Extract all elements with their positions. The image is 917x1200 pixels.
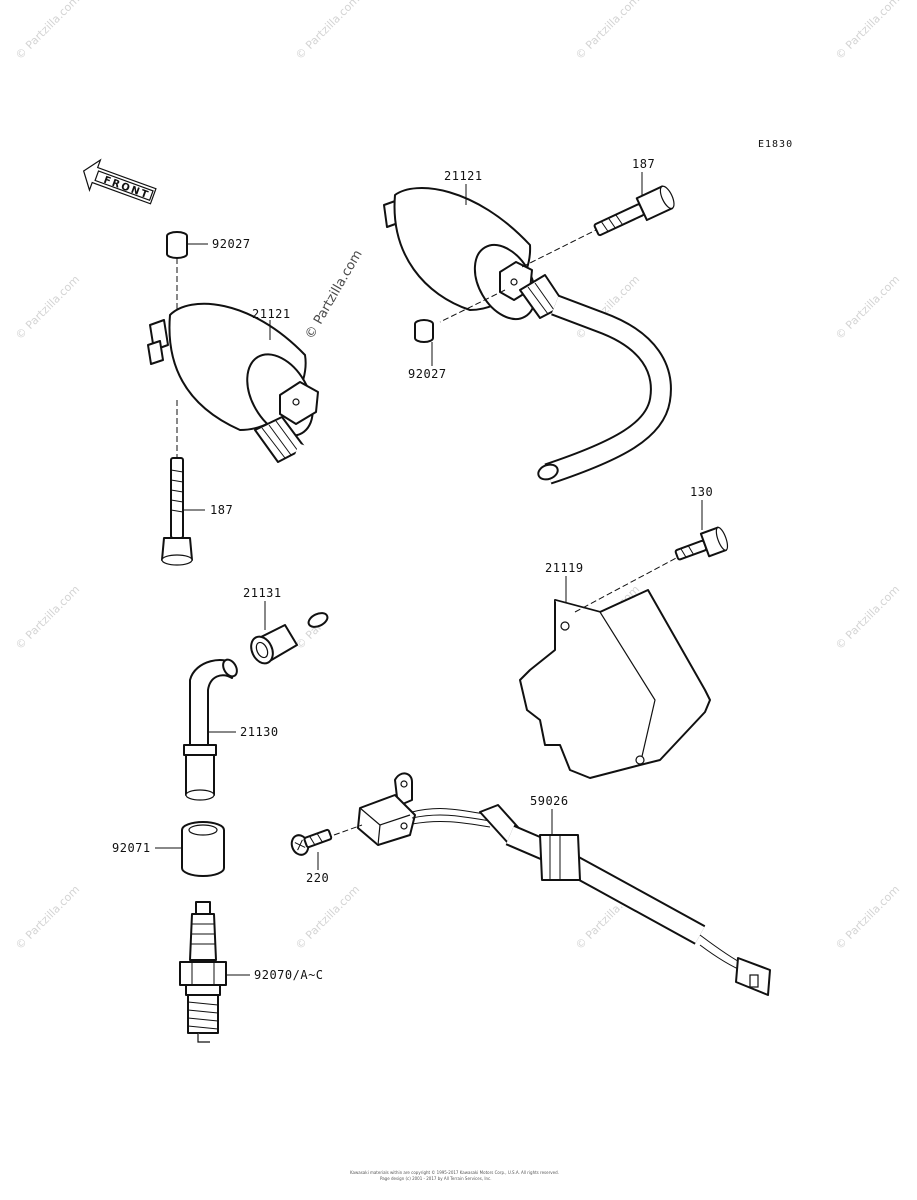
plug-cap-nut (250, 624, 298, 665)
svg-text:220: 220 (306, 871, 329, 885)
part-label-21130: 21130 (208, 725, 279, 739)
part-label-92070: 92070/A~C (226, 968, 324, 982)
part-label-21121-left: 21121 (252, 307, 291, 340)
diagram-code: E1830 (758, 139, 793, 150)
front-arrow-icon: FRONT (82, 158, 157, 205)
svg-text:21121: 21121 (252, 307, 291, 321)
copyright-line-1: Kawasaki materials within are copyright … (350, 1170, 559, 1175)
watermark: © Partzilla.com (293, 0, 362, 62)
part-labels: 92027 21121 187 21121 187 92027 130 2111… (112, 157, 713, 982)
watermark-center: © Partzilla.com (302, 248, 365, 342)
svg-text:92071: 92071 (112, 841, 151, 855)
copyright-footer: Kawasaki materials within are copyright … (350, 1170, 559, 1181)
watermark: © Partzilla.com (13, 273, 82, 342)
watermark: © Partzilla.com (293, 883, 362, 952)
watermark: © Partzilla.com (833, 883, 902, 952)
part-label-130: 130 (690, 485, 713, 530)
svg-text:92027: 92027 (408, 367, 447, 381)
svg-text:21119: 21119 (545, 561, 584, 575)
plug-cap-seal (181, 821, 225, 877)
copyright-line-2: Page design (c) 2001 - 2017 by All Terra… (380, 1176, 492, 1181)
watermark: © Partzilla.com (13, 883, 82, 952)
svg-text:21131: 21131 (243, 586, 282, 600)
ignition-coil-right (383, 185, 675, 485)
svg-text:187: 187 (210, 503, 233, 517)
svg-text:92027: 92027 (212, 237, 251, 251)
part-label-187-left: 187 (183, 503, 233, 517)
svg-text:21121: 21121 (444, 169, 483, 183)
spark-plug (179, 901, 227, 1043)
svg-text:187: 187 (632, 157, 655, 171)
svg-text:92070/A~C: 92070/A~C (254, 968, 324, 982)
watermark: © Partzilla.com (833, 273, 902, 342)
part-label-220: 220 (306, 852, 329, 885)
spark-plug-cap (183, 658, 238, 801)
watermark: © Partzilla.com (573, 0, 642, 62)
part-label-92071: 92071 (112, 841, 182, 855)
watermark: © Partzilla.com (13, 583, 82, 652)
part-label-21131: 21131 (243, 586, 282, 630)
svg-text:21130: 21130 (240, 725, 279, 739)
part-label-59026: 59026 (530, 794, 569, 836)
watermark: © Partzilla.com (833, 583, 902, 652)
watermark: © Partzilla.com (13, 0, 82, 62)
svg-text:130: 130 (690, 485, 713, 499)
part-label-92027-left: 92027 (187, 237, 251, 251)
ignition-coil-left (147, 231, 436, 637)
part-label-21121-right: 21121 (444, 169, 483, 205)
part-label-21119: 21119 (545, 561, 584, 603)
svg-text:59026: 59026 (530, 794, 569, 808)
part-label-187-right: 187 (632, 157, 655, 195)
pickup-coil-assembly (290, 772, 771, 996)
part-label-92027-right: 92027 (408, 342, 447, 381)
watermark: © Partzilla.com (833, 0, 902, 62)
igniter-unit (519, 526, 729, 779)
